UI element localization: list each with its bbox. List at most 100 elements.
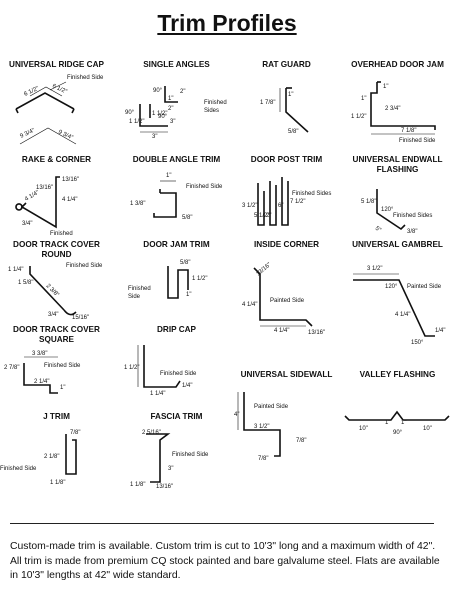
svg-text:Finished Side: Finished Side xyxy=(399,138,436,144)
svg-text:1/4": 1/4" xyxy=(182,383,192,389)
svg-text:Finished Side: Finished Side xyxy=(0,466,37,472)
svg-text:4": 4" xyxy=(234,412,239,418)
svg-text:Finished Side: Finished Side xyxy=(44,363,81,369)
svg-text:1 3/8": 1 3/8" xyxy=(130,201,145,207)
svg-text:Finished Side: Finished Side xyxy=(67,75,104,81)
svg-text:9 3/4": 9 3/4" xyxy=(57,129,74,141)
profile-drawing: 2 5/16" Finished Side 1 1/8" 3" 13/16" xyxy=(130,430,209,490)
svg-text:2 5/16": 2 5/16" xyxy=(142,430,161,436)
profile-rake-and-corner: RAKE & CORNER 13/16" 13/16" 4 1/4" 4 1/4… xyxy=(0,155,113,245)
profile-drawing: 3 3/8" 2 7/8" Finished Side 2 1/4" 1" xyxy=(4,351,81,394)
profile-name: DOOR POST TRIM xyxy=(250,155,323,164)
svg-text:13/16": 13/16" xyxy=(36,185,53,191)
svg-text:Finished Side: Finished Side xyxy=(66,263,103,269)
svg-text:3": 3" xyxy=(168,466,173,472)
profile-drawing: 1 1/4" Finished Side 1 5/8" 2 3/8" 3/4" … xyxy=(8,263,103,321)
svg-text:2 1/4": 2 1/4" xyxy=(34,379,49,385)
svg-text:9 3/4": 9 3/4" xyxy=(19,128,36,140)
svg-text:1 1/8": 1 1/8" xyxy=(130,482,145,488)
profile-drawing: 1" 1 7/8" 5/8" xyxy=(260,87,309,135)
svg-text:Painted Side: Painted Side xyxy=(254,404,289,410)
svg-text:1 1/8": 1 1/8" xyxy=(50,480,65,486)
svg-text:1 1/2": 1 1/2" xyxy=(129,119,144,125)
svg-text:3/4": 3/4" xyxy=(48,312,58,318)
svg-text:15/16": 15/16" xyxy=(72,315,89,321)
svg-text:4 1/4": 4 1/4" xyxy=(395,312,410,318)
svg-text:1": 1" xyxy=(385,420,390,426)
svg-text:5 1/2": 5 1/2" xyxy=(254,213,269,219)
profile-drawing: 1" 1" 2 3/4" 1 1/2" 7 1/8" Finished Side xyxy=(351,81,436,144)
svg-text:1 7/8": 1 7/8" xyxy=(260,100,275,106)
profile-valley-flashing: VALLEY FLASHING 10" 1" 1" 10" 90° xyxy=(341,370,454,460)
svg-text:Side: Side xyxy=(128,294,141,300)
profile-drawing: 5 1/8" 120° Finished Sides 5" 3/8" xyxy=(361,189,432,235)
footer-note: Custom-made trim is available. Custom tr… xyxy=(10,541,440,582)
svg-text:3 1/2": 3 1/2" xyxy=(367,266,382,272)
svg-text:2": 2" xyxy=(266,213,271,219)
svg-text:6 1/2": 6 1/2" xyxy=(23,86,40,98)
profile-drawing: 1" Finished Side 1 3/8" 5/8" xyxy=(130,173,223,221)
profile-name: INSIDE CORNER xyxy=(253,240,320,249)
svg-text:7/8": 7/8" xyxy=(258,456,268,462)
profile-drawing: Finished Side 6 1/2" 6 1/2" 9 3/4" 9 3/4… xyxy=(15,75,104,145)
svg-text:13/16": 13/16" xyxy=(156,484,173,490)
profile-name: RAT GUARD xyxy=(262,60,311,69)
svg-text:1": 1" xyxy=(60,385,65,391)
svg-text:7 1/2": 7 1/2" xyxy=(290,199,305,205)
svg-text:13/16": 13/16" xyxy=(308,330,325,336)
profile-fascia-trim: FASCIA TRIM 2 5/16" Finished Side 1 1/8"… xyxy=(120,412,233,502)
svg-text:Finished Side: Finished Side xyxy=(172,452,209,458)
svg-text:2": 2" xyxy=(180,89,185,95)
svg-text:Finished Sides: Finished Sides xyxy=(292,191,331,197)
profile-name: UNIVERSAL RIDGE CAP xyxy=(9,60,104,69)
profile-name: DOUBLE ANGLE TRIM xyxy=(132,155,221,164)
profile-drip-cap: DRIP CAP 1 1/2" Finished Side 1 1/4" 1/4… xyxy=(120,325,233,415)
svg-text:6": 6" xyxy=(278,203,283,209)
svg-text:Finished Side: Finished Side xyxy=(186,184,223,190)
profile-double-angle-trim: DOUBLE ANGLE TRIM 1" Finished Side 1 3/8… xyxy=(120,155,233,245)
svg-text:150°: 150° xyxy=(411,340,424,346)
profile-single-angles: SINGLE ANGLES 2" 90° 1" 2" 90° 1 1/2" 1 … xyxy=(120,60,233,150)
profile-inside-corner: INSIDE CORNER 13/16" 4 1/4" Painted Side… xyxy=(230,240,343,336)
svg-text:3 3/8": 3 3/8" xyxy=(32,351,47,357)
profile-name: DOOR TRACK COVER SQUARE xyxy=(13,325,100,344)
svg-text:13/16": 13/16" xyxy=(255,262,272,278)
profile-door-track-cover-round: DOOR TRACK COVER ROUND 1 1/4" Finished S… xyxy=(0,240,113,330)
profile-drawing: 3 1/2" 120° Painted Side 4 1/4" 1/4" 150… xyxy=(353,266,445,346)
svg-text:90°: 90° xyxy=(153,88,163,94)
svg-text:3 1/2": 3 1/2" xyxy=(254,424,269,430)
profile-drawing: 7/8" 2 1/8" Finished Side 1 1/8" xyxy=(0,430,80,486)
profile-rat-guard: RAT GUARD 1" 1 7/8" 5/8" xyxy=(230,60,343,150)
divider-line xyxy=(10,523,434,524)
svg-text:1": 1" xyxy=(361,96,366,102)
svg-text:5 1/8": 5 1/8" xyxy=(361,199,376,205)
profile-door-jam-trim: DOOR JAM TRIM 5/8" Finished Side 1 1/2" … xyxy=(120,240,233,330)
svg-text:4 1/4": 4 1/4" xyxy=(274,328,289,334)
profile-overhead-door-jam: OVERHEAD DOOR JAM 1" 1" 2 3/4" 1 1/2" 7 … xyxy=(341,60,454,150)
svg-text:1 1/4": 1 1/4" xyxy=(8,267,23,273)
page-title: Trim Profiles xyxy=(157,10,297,36)
svg-text:120°: 120° xyxy=(385,284,398,290)
svg-text:2 1/8": 2 1/8" xyxy=(44,454,59,460)
profile-door-post-trim: DOOR POST TRIM 3 1/2" 2" 5 1/2" 6" 7 1/2… xyxy=(230,155,343,245)
svg-text:1 1/2": 1 1/2" xyxy=(124,365,139,371)
svg-text:3 1/2": 3 1/2" xyxy=(242,203,257,209)
svg-text:5/8": 5/8" xyxy=(182,215,192,221)
profile-drawing: Painted Side 4" 3 1/2" 7/8" 7/8" xyxy=(234,392,306,462)
svg-text:2 7/8": 2 7/8" xyxy=(4,365,19,371)
profile-name: UNIVERSAL SIDEWALL xyxy=(240,370,333,379)
svg-text:7/8": 7/8" xyxy=(70,430,80,436)
svg-text:1": 1" xyxy=(166,173,171,179)
svg-text:1 1/2": 1 1/2" xyxy=(152,111,167,117)
profile-name: UNIVERSAL ENDWALL FLASHING xyxy=(352,155,443,174)
svg-text:90°: 90° xyxy=(393,430,403,436)
svg-text:Finished: Finished xyxy=(50,231,73,237)
svg-text:3": 3" xyxy=(152,134,157,140)
svg-text:1/4": 1/4" xyxy=(435,328,445,334)
profile-drawing: 10" 1" 1" 10" 90° xyxy=(344,410,450,436)
svg-text:3/8": 3/8" xyxy=(407,229,417,235)
svg-text:7/8": 7/8" xyxy=(296,438,306,444)
profile-drawing: 3 1/2" 2" 5 1/2" 6" 7 1/2" Finished Side… xyxy=(242,177,331,226)
svg-text:1": 1" xyxy=(401,420,406,426)
svg-text:5/8": 5/8" xyxy=(180,260,190,266)
